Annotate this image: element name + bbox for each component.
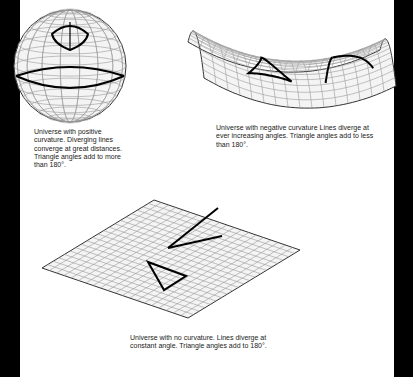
latitude-line (15, 67, 125, 87)
caption-text: Universe with negative curvature Lines d… (216, 124, 374, 149)
converging-line (16, 76, 124, 88)
saddle-grid-line (203, 70, 395, 100)
flat-grid-line (166, 243, 278, 311)
saddle-grid-line (308, 60, 324, 107)
flat-outline (42, 200, 300, 318)
saddle-outline (188, 31, 396, 108)
diverging-line (326, 57, 333, 83)
latitude-line (59, 9, 81, 13)
latitude-line (30, 98, 109, 112)
diverging-line (332, 56, 373, 69)
saddle-grid-line (200, 50, 392, 80)
saddle-grid-line (368, 45, 384, 92)
diverging-line (168, 236, 222, 248)
saddle-grid-line (196, 34, 388, 64)
saddle-grid-line (197, 37, 389, 67)
saddle-triangle (248, 57, 291, 81)
saddle-grid-line (296, 61, 312, 108)
flat-triangle (148, 262, 186, 290)
caption-text: Universe with positive curvature. Diverg… (34, 128, 134, 169)
sphere-outline (14, 10, 126, 122)
flat-grid-figure (42, 200, 300, 318)
latitude-line (23, 89, 116, 106)
saddle-grid-line (224, 48, 240, 95)
saddle-figure (188, 31, 396, 108)
saddle-grid-line (201, 55, 393, 85)
caption-text: Universe with no curvature. Lines diverg… (130, 334, 288, 351)
saddle-grid-line (202, 62, 394, 92)
converging-line (16, 67, 124, 76)
flat-grid-line (143, 207, 289, 257)
flat-grid-line (181, 248, 293, 316)
sphere-figure (14, 9, 126, 123)
sphere-triangle-edge (69, 22, 70, 50)
latitude-line (39, 107, 101, 118)
saddle-grid-line (344, 53, 360, 100)
flat-grid-line (148, 203, 294, 253)
saddle-grid-line (198, 40, 390, 70)
latitude-line (49, 114, 92, 122)
flat-grid-line (173, 245, 285, 313)
latitude-line (59, 119, 81, 123)
latitude-line (14, 56, 126, 76)
